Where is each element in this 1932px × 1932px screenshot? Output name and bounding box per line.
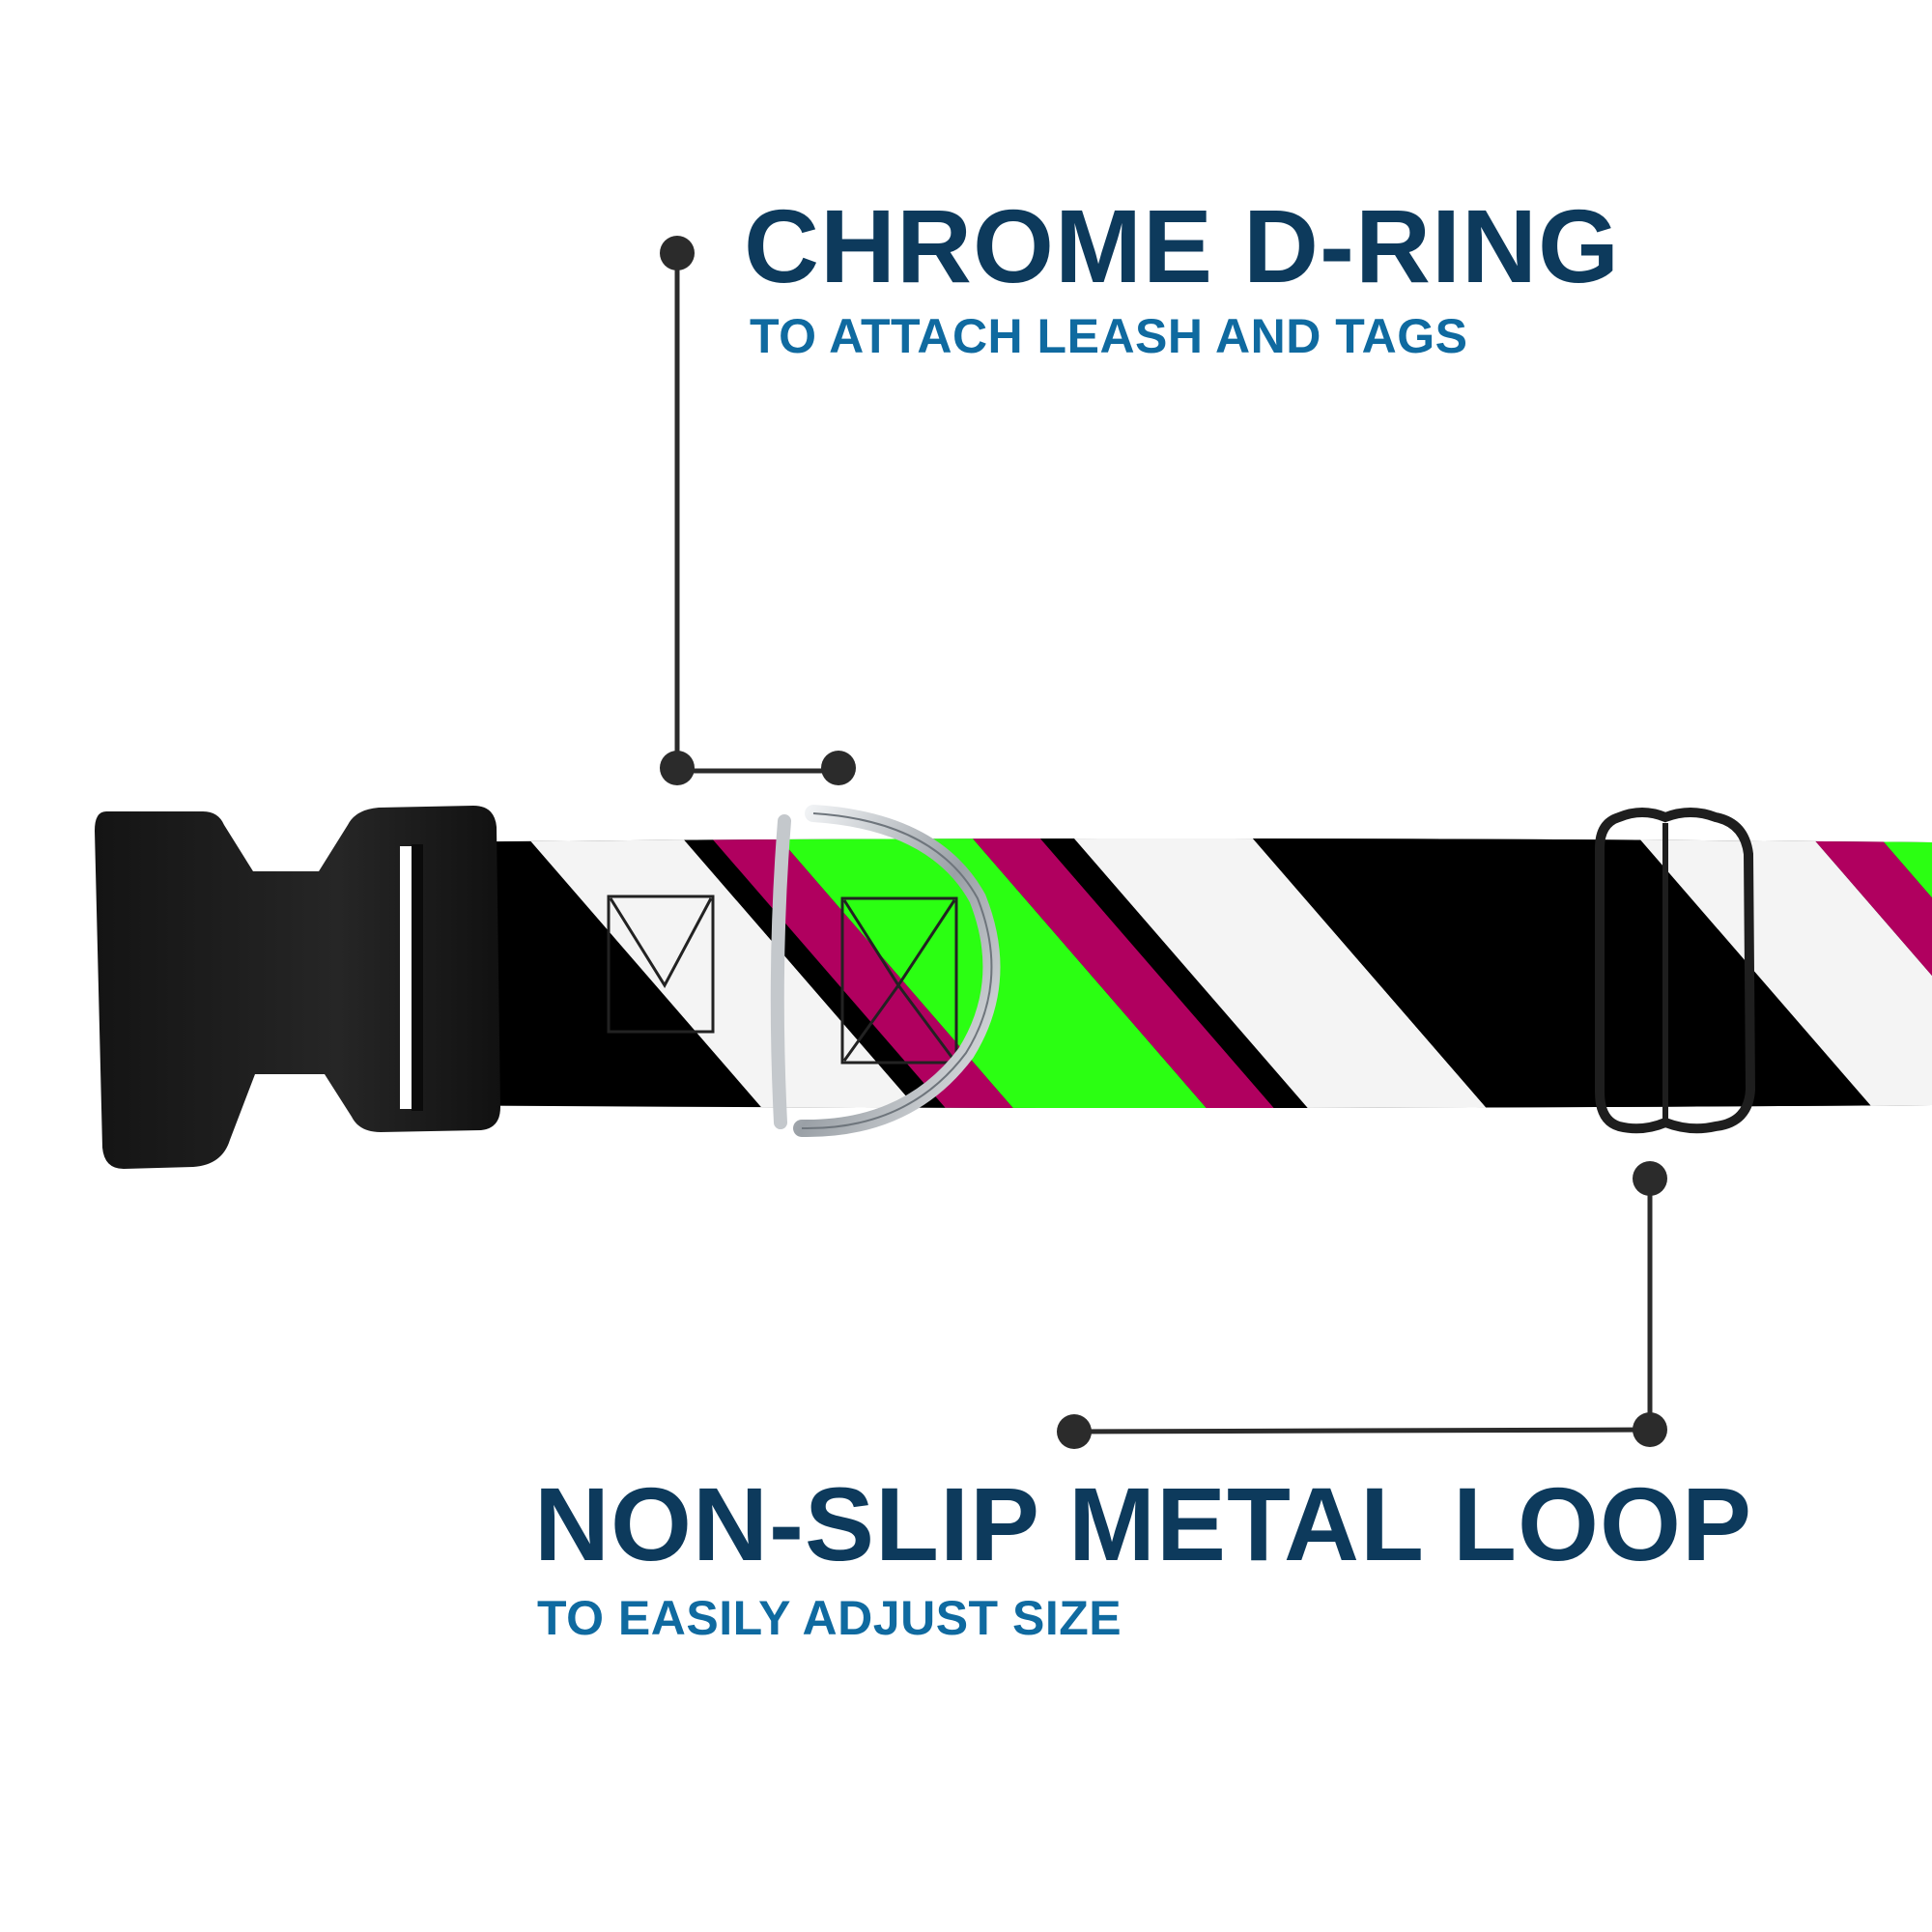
dring-title: CHROME D-RING <box>744 187 1620 304</box>
stripe-white-1 <box>522 838 927 1108</box>
side-release-buckle <box>95 806 500 1169</box>
collar-strap <box>406 838 1932 1108</box>
leader-dot <box>1057 1414 1092 1449</box>
loop-subtitle: TO EASILY ADJUST SIZE <box>537 1591 1122 1645</box>
stripe-black-1 <box>676 838 956 1108</box>
leader-dot <box>660 751 695 785</box>
dring-subtitle: TO ATTACH LEASH AND TAGS <box>750 309 1468 363</box>
stripe-black-2 <box>1034 838 1319 1108</box>
stitch-box-right <box>840 896 958 1065</box>
buckle-male <box>95 806 500 1169</box>
stripe-magenta-2 <box>966 838 1285 1108</box>
leader-dot <box>1633 1161 1667 1196</box>
loop-title: NON-SLIP METAL LOOP <box>534 1465 1753 1582</box>
d-ring-icon <box>770 805 1001 1138</box>
stripe-black-3 <box>1246 838 1884 1108</box>
stripe-white-3 <box>1633 838 1932 1108</box>
stripe-magenta-3 <box>1806 838 1932 1108</box>
leader-dot <box>1633 1412 1667 1447</box>
leader-dot <box>660 236 695 270</box>
stripe-white-2 <box>1067 838 1497 1108</box>
slide-loop-icon <box>1595 808 1756 1134</box>
loop-leader <box>1057 1161 1667 1449</box>
buckle-slot <box>400 846 412 1109</box>
dring-leader <box>660 236 856 785</box>
stitch-box-left <box>607 895 715 1034</box>
buckle-strap-bar <box>412 844 423 1111</box>
leader-dot <box>821 751 856 785</box>
